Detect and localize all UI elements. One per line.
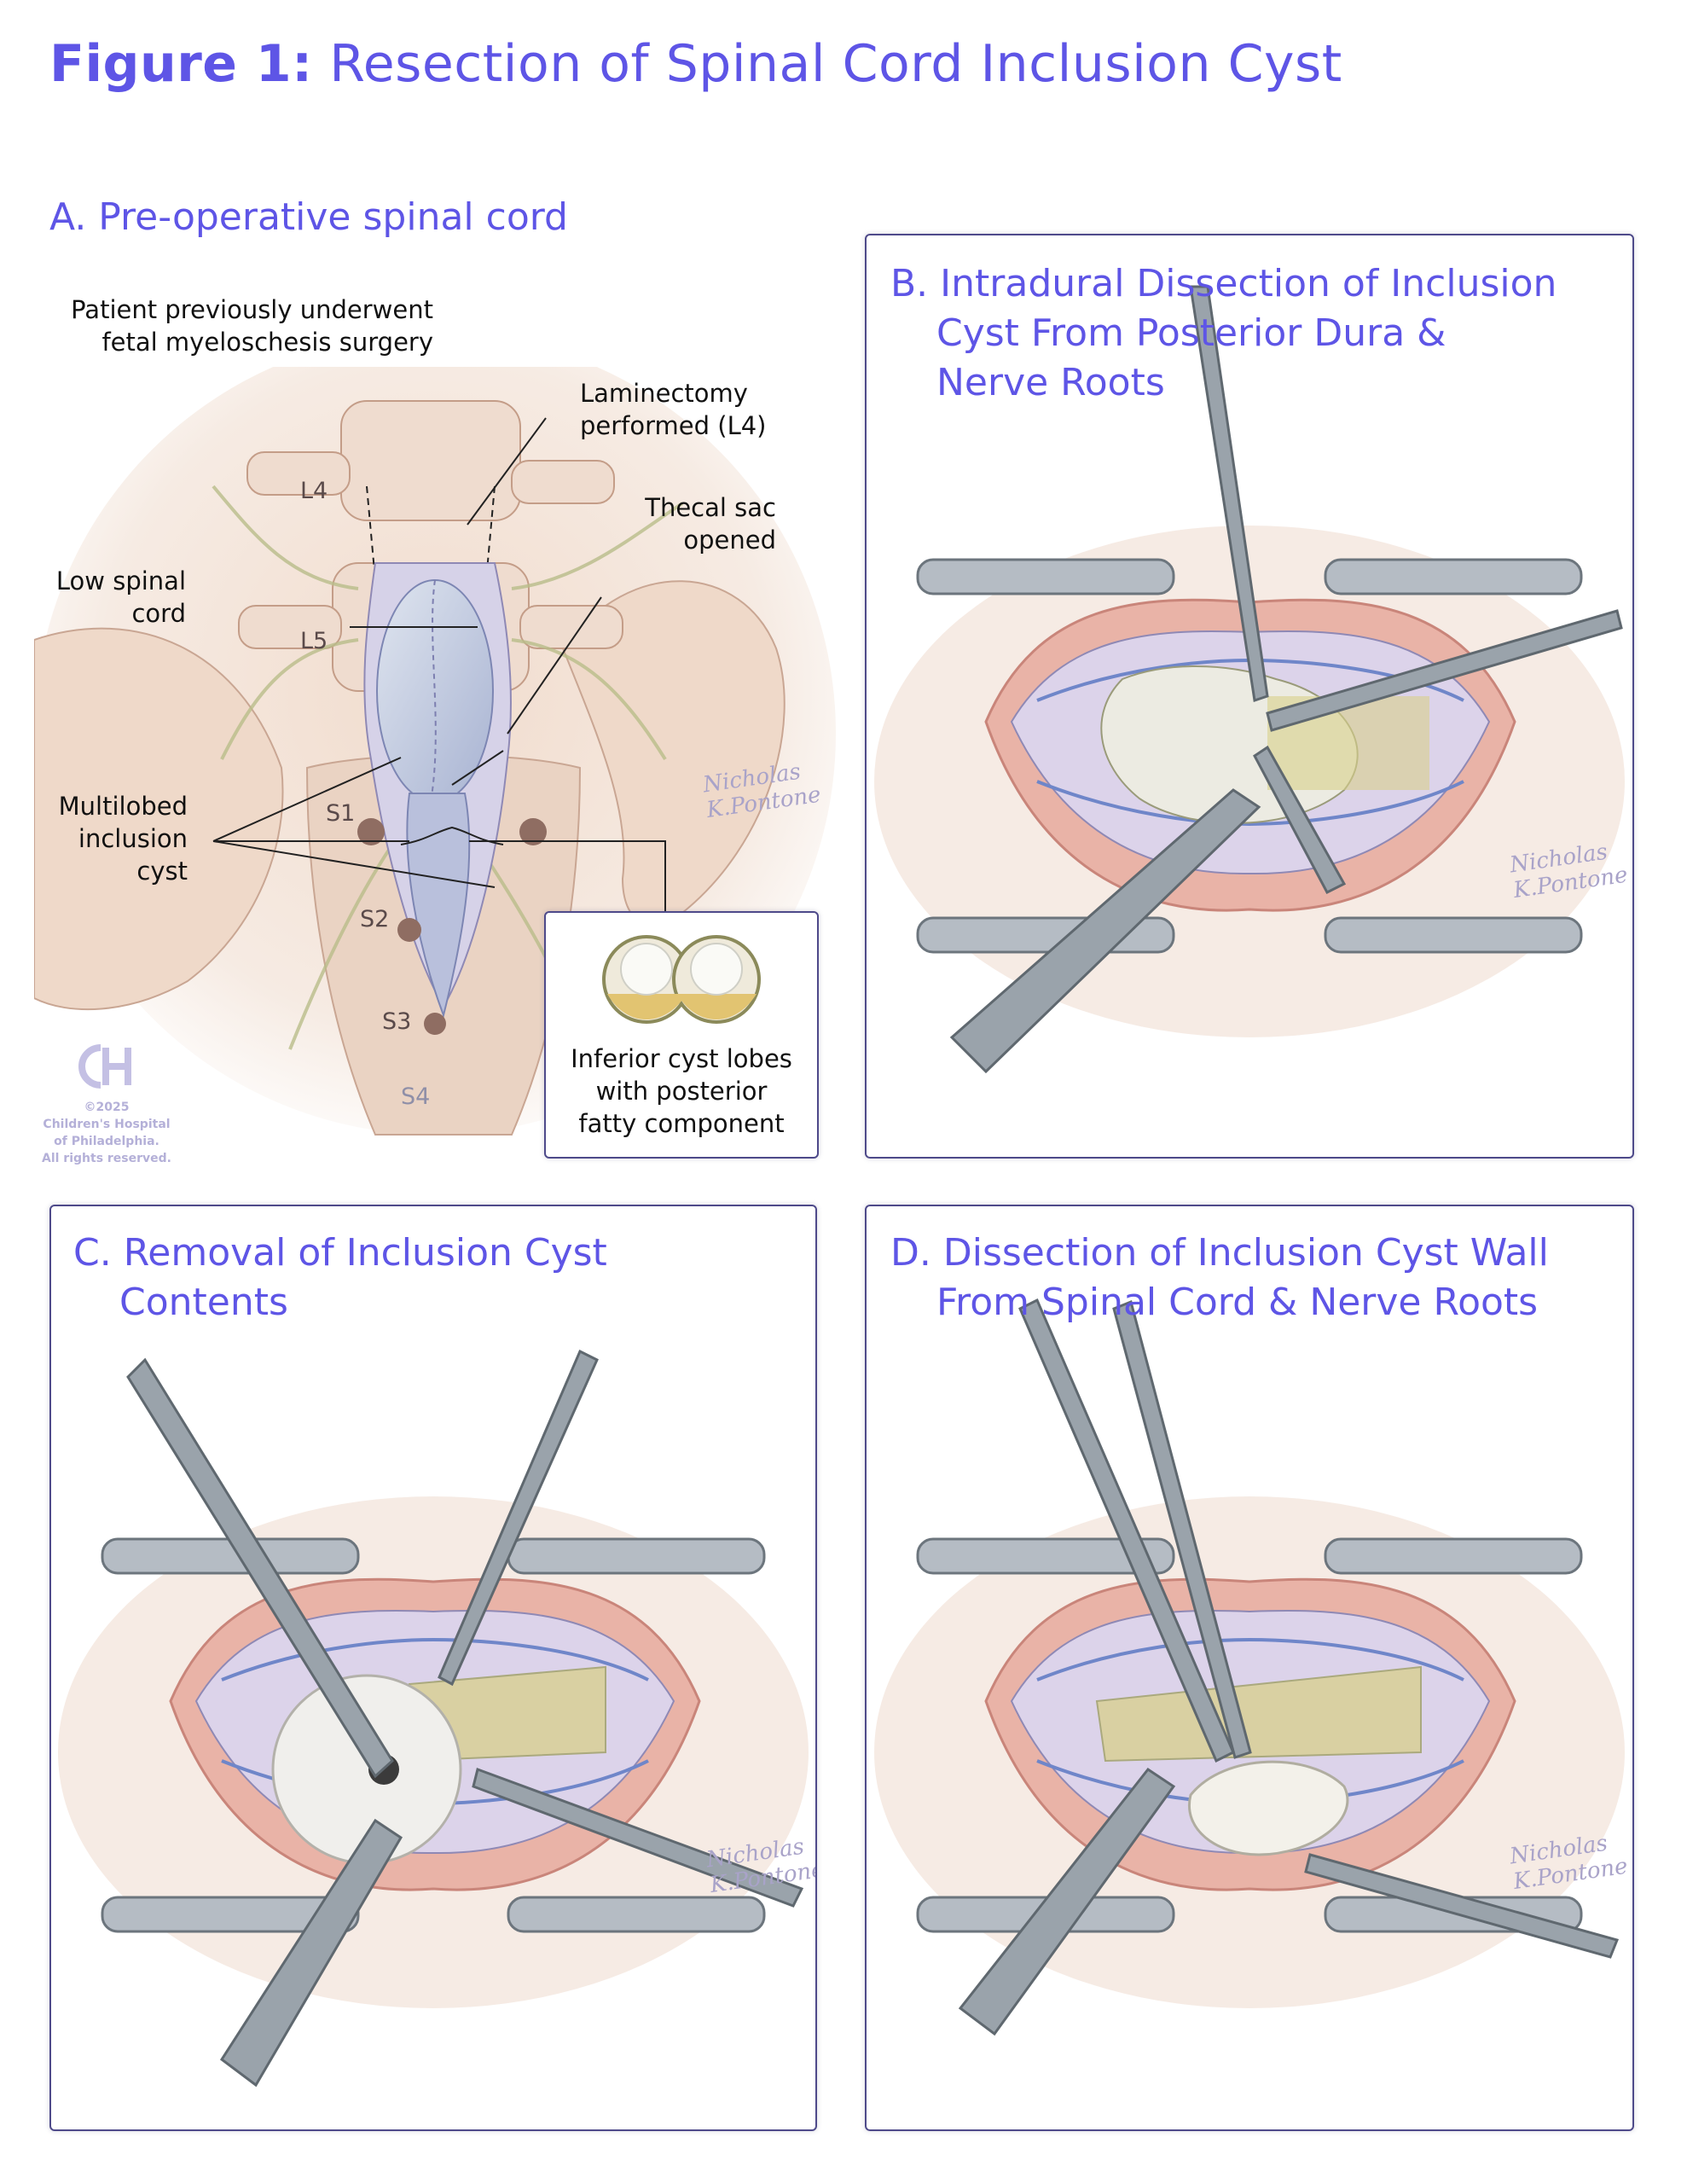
pelvis-right: [561, 580, 786, 926]
vertebra-label-s3: S3: [382, 1008, 412, 1035]
panel-b-title-line-3: Nerve Roots: [936, 361, 1165, 404]
inset-caption-line-3: fatty component: [578, 1109, 785, 1138]
figure-number: Figure 1:: [49, 34, 313, 94]
inset-cyst-lobes: Inferior cyst lobes with posterior fatty…: [544, 911, 819, 1159]
label-laminectomy: Laminectomy performed (L4): [580, 377, 767, 442]
copyright-text: ©2025 Children's Hospital of Philadelphi…: [34, 1099, 179, 1167]
surgical-field-c: [58, 1349, 809, 2088]
pelvis-left: [34, 627, 284, 1011]
label-thecal-line-2: opened: [683, 526, 776, 555]
label-thecal-line-1: Thecal sac: [645, 493, 776, 522]
copyright-line-1: ©2025: [84, 1101, 130, 1114]
panel-d-title-line-2: From Spinal Cord & Nerve Roots: [936, 1281, 1539, 1324]
cyst-wall: [1188, 1760, 1349, 1856]
note-fetal-surgery: Patient previously underwent fetal myelo…: [48, 293, 433, 358]
panel-d: Nicholas K.Pontone: [865, 1205, 1634, 2131]
label-laminectomy-line-1: Laminectomy: [580, 379, 748, 408]
figure-title: Figure 1: Resection of Spinal Cord Inclu…: [49, 34, 1342, 94]
panel-b-title-line-2: Cyst From Posterior Dura &: [936, 311, 1446, 355]
panel-d-illustration: [874, 1298, 1625, 2036]
panel-c-illustration: [58, 1349, 809, 2088]
vertebra-label-s4: S4: [401, 1083, 431, 1110]
label-thecal-sac: Thecal sac opened: [631, 491, 776, 556]
inset-cyst-illustration: [602, 935, 761, 1024]
label-multilobed-line-2: inclusion: [78, 824, 188, 853]
label-low-cord-line-1: Low spinal: [55, 566, 186, 595]
panel-a-illustration: [34, 367, 853, 1186]
panel-d-title: D. Dissection of Inclusion Cyst Wall Fro…: [890, 1228, 1549, 1327]
inset-caption-line-2: with posterior: [595, 1077, 768, 1106]
panel-b-title: B. Intradural Dissection of Inclusion Cy…: [890, 259, 1557, 408]
label-multilobed-line-1: Multilobed: [58, 792, 188, 821]
label-multilobed-line-3: cyst: [136, 857, 188, 886]
panel-c-title: C. Removal of Inclusion Cyst Contents: [73, 1228, 607, 1327]
copyright-line-2: Children's Hospital: [43, 1118, 171, 1131]
spine-illustration: [34, 367, 836, 1136]
vertebra-label-l4: L4: [300, 478, 328, 504]
surgical-field-b: [874, 285, 1625, 1074]
vertebra-label-s2: S2: [360, 906, 390, 932]
panel-b-title-line-1: B. Intradural Dissection of Inclusion: [890, 262, 1557, 305]
vertebra-label-l5: L5: [300, 628, 328, 654]
inset-caption: Inferior cyst lobes with posterior fatty…: [546, 1043, 817, 1140]
panel-a-title: A. Pre-operative spinal cord: [49, 195, 568, 239]
panel-c-title-line-1: C. Removal of Inclusion Cyst: [73, 1231, 607, 1275]
panel-b: Nicholas K.Pontone: [865, 234, 1634, 1159]
chop-logo: [78, 1044, 131, 1089]
vertebra-label-s1: S1: [326, 800, 356, 827]
figure-title-text: Resection of Spinal Cord Inclusion Cyst: [312, 34, 1342, 94]
copyright-line-3: of Philadelphia.: [54, 1135, 159, 1148]
label-low-cord-line-2: cord: [131, 599, 186, 628]
label-low-spinal-cord: Low spinal cord: [34, 565, 186, 630]
label-laminectomy-line-2: performed (L4): [580, 411, 767, 440]
inset-caption-line-1: Inferior cyst lobes: [571, 1044, 792, 1073]
surgical-field-d: [874, 1298, 1625, 2036]
panel-c-title-line-2: Contents: [119, 1281, 288, 1324]
label-multilobed-cyst: Multilobed inclusion cyst: [34, 790, 188, 887]
panel-b-illustration: [874, 285, 1625, 1074]
note-line-1: Patient previously underwent: [71, 295, 433, 324]
note-line-2: fetal myeloschesis surgery: [101, 328, 433, 357]
panel-c: Nicholas K.Pontone: [49, 1205, 817, 2131]
copyright-line-4: All rights reserved.: [42, 1152, 171, 1165]
panel-d-title-line-1: D. Dissection of Inclusion Cyst Wall: [890, 1231, 1549, 1275]
